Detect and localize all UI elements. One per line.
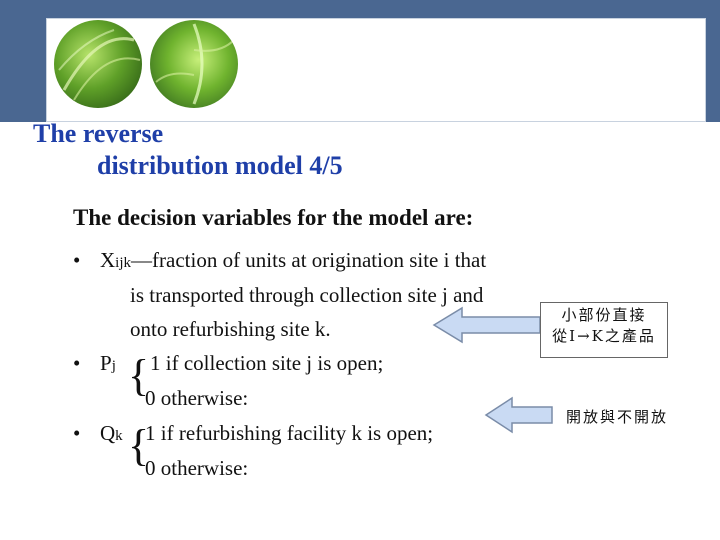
bullet-marker: •: [73, 248, 81, 272]
bullet-x-line3: onto refurbishing site k.: [130, 317, 331, 341]
bullet-x-line2: is transported through collection site j…: [130, 283, 484, 307]
leaf-image: [150, 20, 238, 108]
var-symbol: X: [100, 248, 116, 272]
bullet-marker: •: [73, 351, 81, 375]
bullet-p-line2: 0 otherwise:: [145, 386, 249, 410]
note-box-open-or-not: 開放與不開放: [556, 400, 678, 434]
var-symbol: Q: [100, 421, 116, 445]
slide-title: The reverse distribution model 4/5: [33, 118, 343, 182]
bullet-q-line2: 0 otherwise:: [145, 456, 249, 480]
var-subscript: j: [111, 358, 116, 374]
header-panel: [46, 18, 706, 122]
var-subscript: ijk: [115, 255, 132, 271]
var-subscript: k: [115, 428, 123, 444]
brace-icon: {: [128, 421, 150, 470]
title-line-1: The reverse: [33, 119, 164, 148]
title-line-2: distribution model 4/5: [97, 151, 343, 180]
bullet-p-symbol: Pj: [100, 351, 116, 376]
note-box-direct-products: 小部份直接 從I→K之產品: [540, 302, 668, 358]
var-symbol: P: [100, 351, 112, 375]
bullet-x-line1: Xijk—fraction of units at origination si…: [100, 248, 486, 273]
slide-subtitle: The decision variables for the model are…: [73, 205, 474, 230]
bullet-q-symbol: Qk: [100, 421, 123, 446]
note-line-1: 小部份直接: [561, 306, 647, 324]
bullet-p-line1: 1 if collection site j is open;: [150, 351, 384, 375]
bullet-q-line1: 1 if refurbishing facility k is open;: [145, 421, 434, 445]
arrow-left-icon: [432, 306, 541, 344]
bullet-marker: •: [73, 421, 81, 445]
var-description: —fraction of units at origination site i…: [131, 248, 487, 272]
note-line-2: 從I→K之產品: [552, 327, 656, 345]
brace-icon: {: [128, 351, 150, 400]
arrow-left-icon: [484, 396, 553, 434]
leaf-image: [54, 20, 142, 108]
